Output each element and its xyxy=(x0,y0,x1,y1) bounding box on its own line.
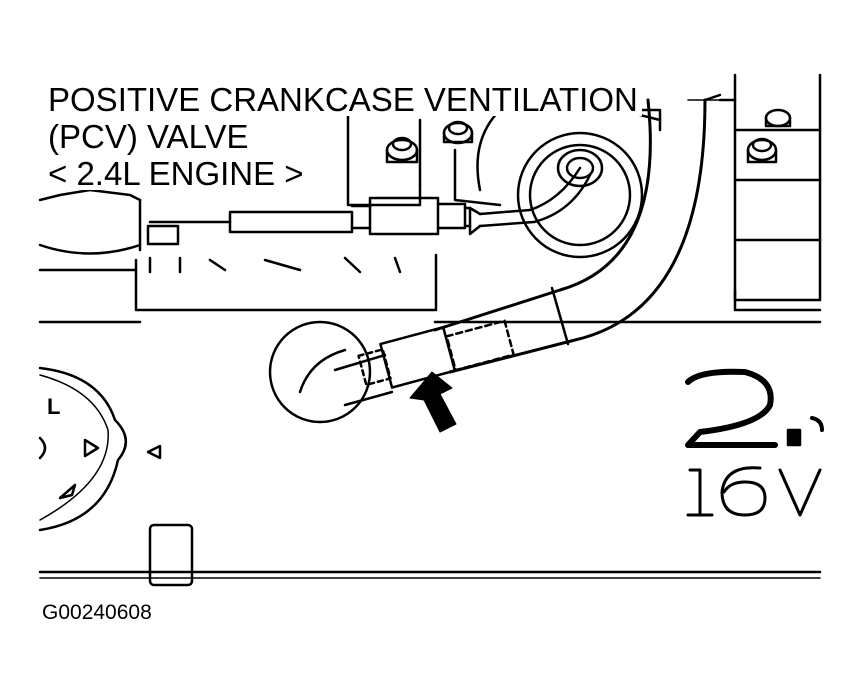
engine-badge xyxy=(685,368,824,517)
svg-text:L: L xyxy=(47,394,60,419)
hose-connector xyxy=(333,319,515,407)
oil-cap-letter: L xyxy=(47,394,60,419)
pcv-tube xyxy=(468,166,592,236)
bolt xyxy=(442,120,474,145)
figure-id: G00240608 xyxy=(42,601,152,624)
cover-tab xyxy=(148,523,194,587)
bolt xyxy=(746,137,778,164)
ventilation-hose xyxy=(433,93,722,374)
valve-port-housing xyxy=(516,131,644,259)
callout-engine-spec: < 2.4L ENGINE > xyxy=(46,157,308,190)
oil-filler-cap xyxy=(38,366,162,532)
bolt xyxy=(764,108,792,128)
callout-title-line1: POSITIVE CRANKCASE VENTILATION xyxy=(46,83,642,116)
pcv-valve-body xyxy=(146,196,472,246)
pointer-arrow xyxy=(409,371,457,433)
engine-cover-outline xyxy=(38,320,822,579)
callout-title-line2: (PCV) VALVE xyxy=(46,120,253,153)
bolt xyxy=(385,136,419,164)
engine-block-right xyxy=(718,73,822,312)
outlet-boss xyxy=(268,320,372,424)
